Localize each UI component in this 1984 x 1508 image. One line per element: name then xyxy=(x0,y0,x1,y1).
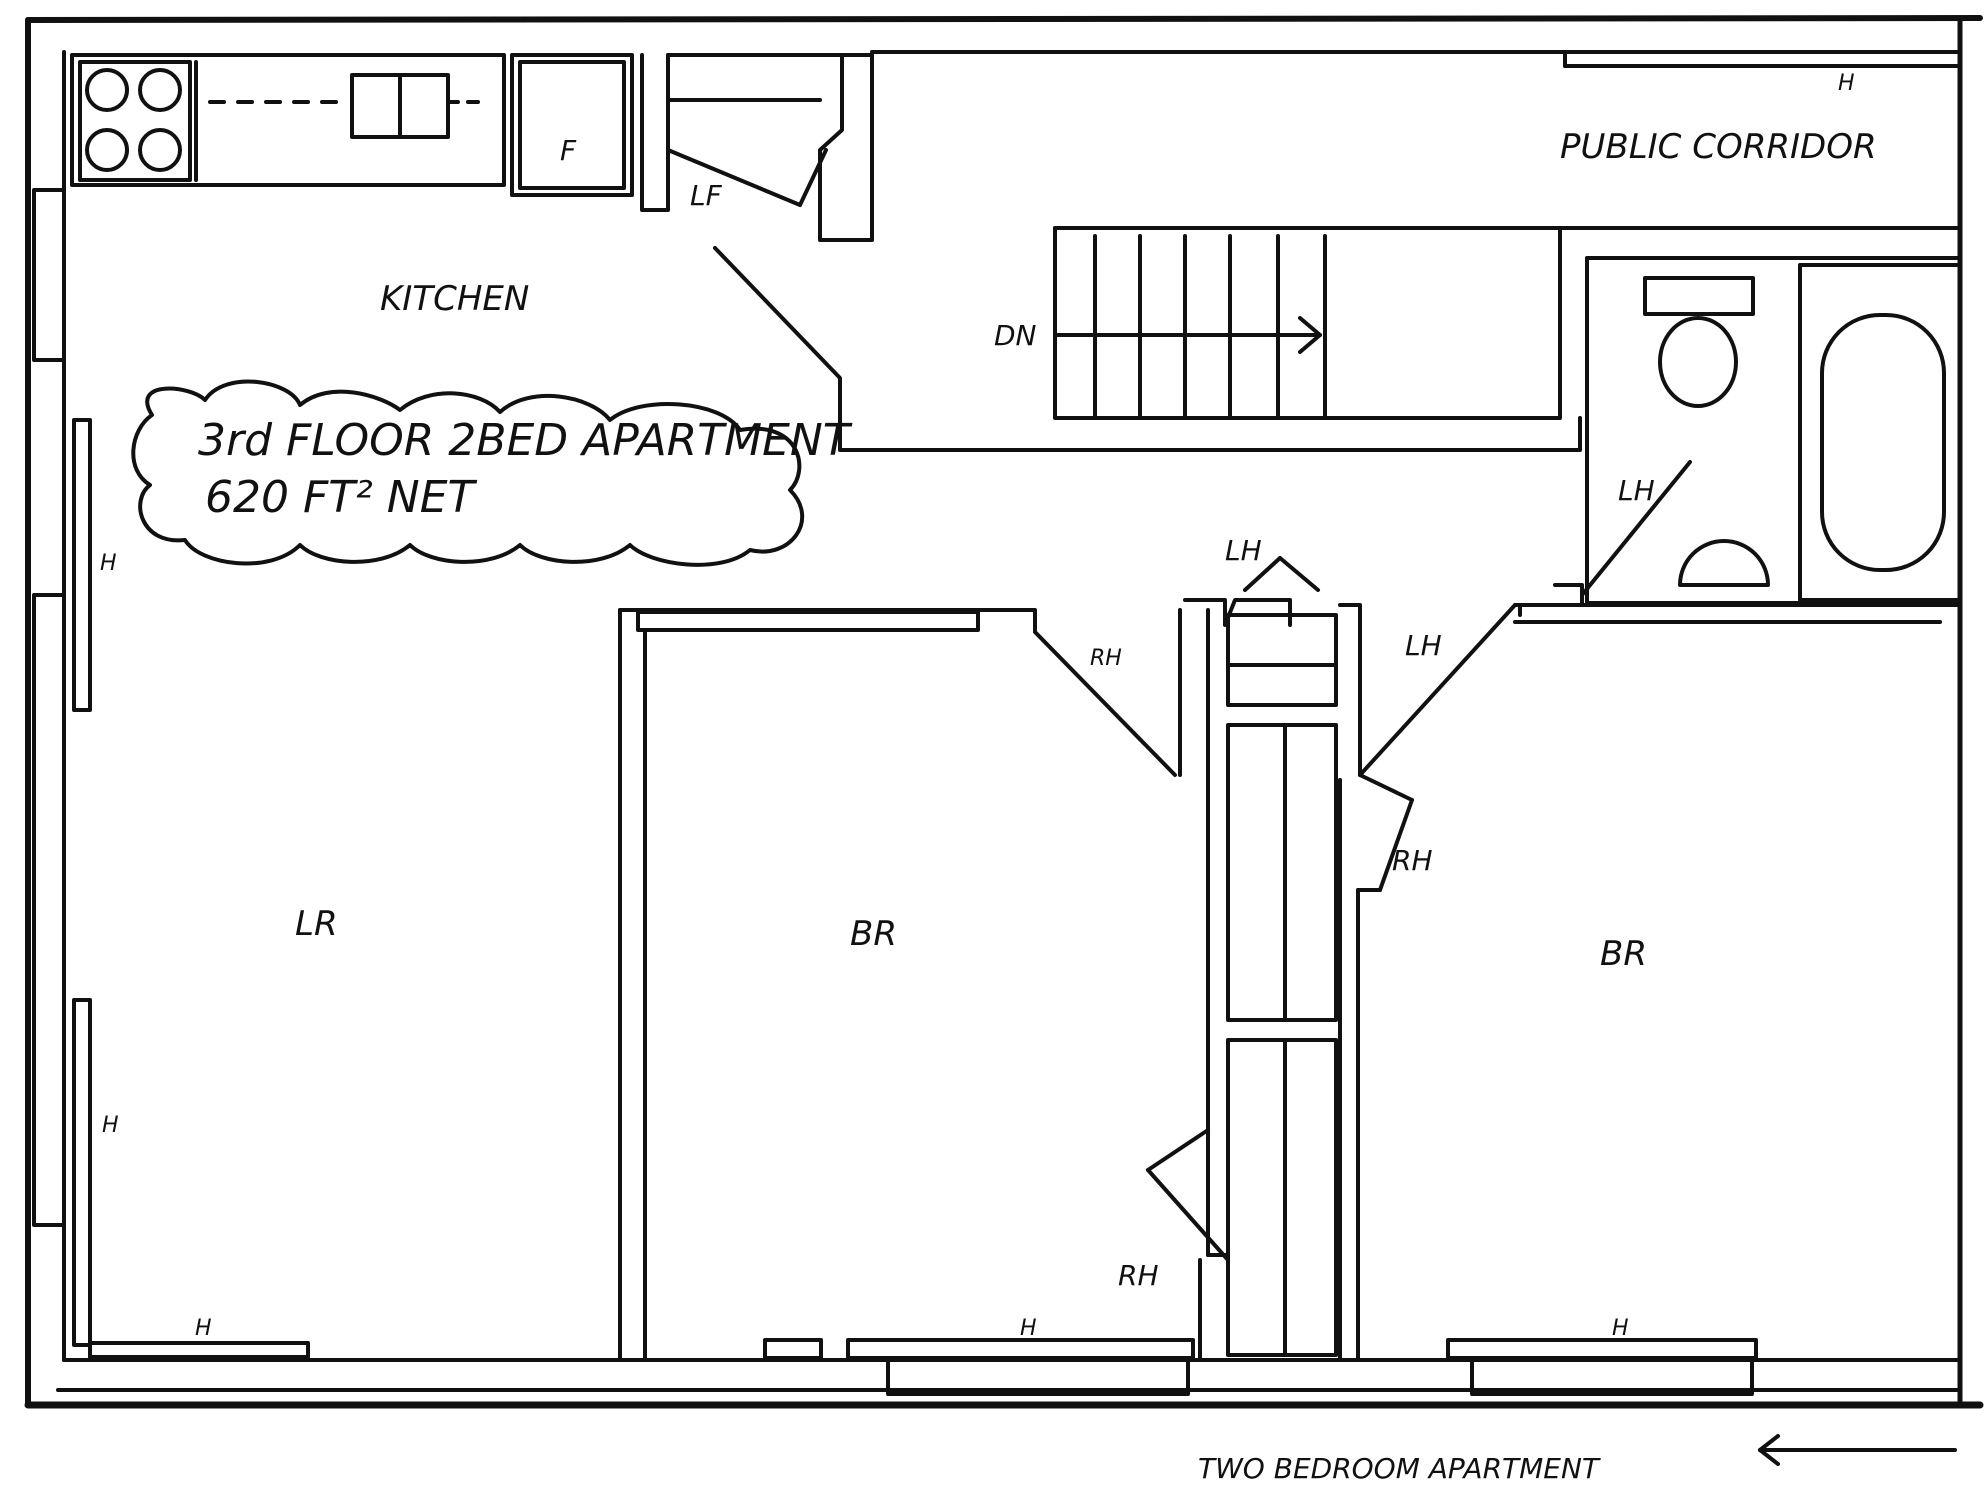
corridor-label: PUBLIC CORRIDOR xyxy=(1560,127,1877,167)
heater-label: H xyxy=(102,1113,119,1138)
bathroom xyxy=(1518,256,1962,617)
heater-label: H xyxy=(1612,1316,1629,1341)
kitchen-counter xyxy=(70,53,634,197)
heater-label: H xyxy=(100,551,117,576)
note-cloud xyxy=(131,379,805,567)
bedroom-1-label: BR xyxy=(850,914,897,954)
closets xyxy=(1146,608,1338,1362)
apartment-title: 3rd FLOOR 2BED APARTMENT xyxy=(198,415,853,466)
door-swing-label: LH xyxy=(1405,629,1442,662)
linen-closet xyxy=(640,53,844,242)
stairs xyxy=(713,226,1582,452)
door-swing-label: RH xyxy=(1090,646,1122,671)
heater-label: H xyxy=(1020,1316,1037,1341)
stairs-label: DN xyxy=(994,319,1037,352)
fridge-label: F xyxy=(560,134,577,167)
heater-label: H xyxy=(1838,71,1855,96)
door-swing-label: LH xyxy=(1618,474,1655,507)
living-room-label: LR xyxy=(295,904,338,944)
watermark: HOMELIFE NEW WORLD REALTY INC., Brokerag… xyxy=(595,1427,1292,1460)
heater-label: H xyxy=(195,1316,212,1341)
heaters xyxy=(88,1341,310,1359)
footer-arrow xyxy=(1758,1434,1957,1466)
door-swing-label: RH xyxy=(1118,1259,1159,1292)
bedroom-2-label: BR xyxy=(1600,934,1647,974)
left-windows xyxy=(32,188,92,1347)
bedroom1-walls xyxy=(618,556,1320,1362)
door-swing-label: RH xyxy=(1392,844,1433,877)
kitchen-label: KITCHEN xyxy=(380,279,529,319)
door-swing-label: LH xyxy=(1225,534,1262,567)
footer-caption: TWO BEDROOM APARTMENT xyxy=(1198,1452,1601,1485)
area-note: 620 FT² NET xyxy=(205,472,477,523)
linen-label: LF xyxy=(690,179,723,212)
bottom-windows xyxy=(763,1338,1758,1396)
bedroom2-walls xyxy=(1338,603,1962,1362)
